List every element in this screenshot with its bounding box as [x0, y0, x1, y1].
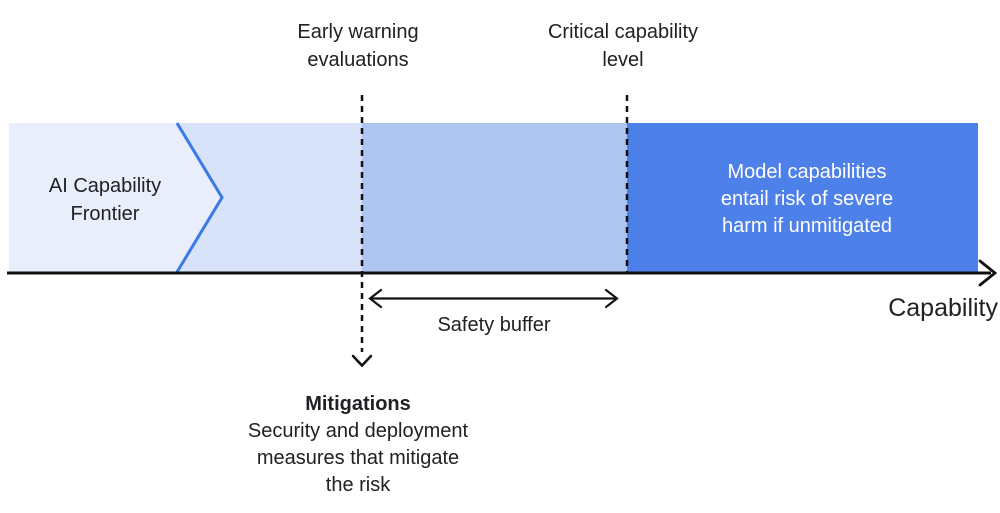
risk-line1: Model capabilities [727, 161, 887, 183]
early-warning-line2: evaluations [307, 49, 409, 71]
safety-buffer-right-arrowhead-icon [604, 288, 619, 309]
early-warning-line1: Early warning [297, 21, 419, 43]
mitigations-line3: the risk [325, 474, 391, 496]
safety-buffer-arrow [368, 288, 619, 309]
early-warning-label: Early warning evaluations [248, 18, 468, 74]
band-safety-buffer [362, 123, 627, 272]
capability-axis-label: Capability [888, 294, 998, 322]
mitigations-title: Mitigations [305, 393, 411, 415]
critical-capability-label: Critical capability level [513, 18, 733, 74]
mitigations-label: Mitigations Security and deployment meas… [227, 391, 489, 499]
critical-capability-line1: Critical capability [547, 21, 699, 43]
ai-capability-frontier-label: AI Capability Frontier [15, 172, 195, 228]
mitigations-line2: measures that mitigate [256, 447, 460, 469]
risk-line2: entail risk of severe [720, 188, 894, 210]
band-pre-frontier [9, 123, 222, 272]
axis-arrowhead-icon [978, 259, 998, 287]
risk-line3: harm if unmitigated [721, 215, 893, 237]
frontier-line2: Frontier [70, 203, 140, 225]
safety-buffer-label: Safety buffer [437, 314, 551, 336]
band-critical [627, 123, 978, 272]
critical-capability-line2: level [602, 49, 644, 71]
safety-buffer-left-arrowhead-icon [368, 288, 383, 309]
severe-harm-risk-label: Model capabilities entail risk of severe… [697, 159, 917, 240]
mitigations-line1: Security and deployment [247, 420, 469, 442]
frontier-chevron-icon [175, 122, 224, 273]
frontier-line1: AI Capability [48, 175, 162, 197]
mitigations-arrowhead-icon [351, 354, 373, 368]
